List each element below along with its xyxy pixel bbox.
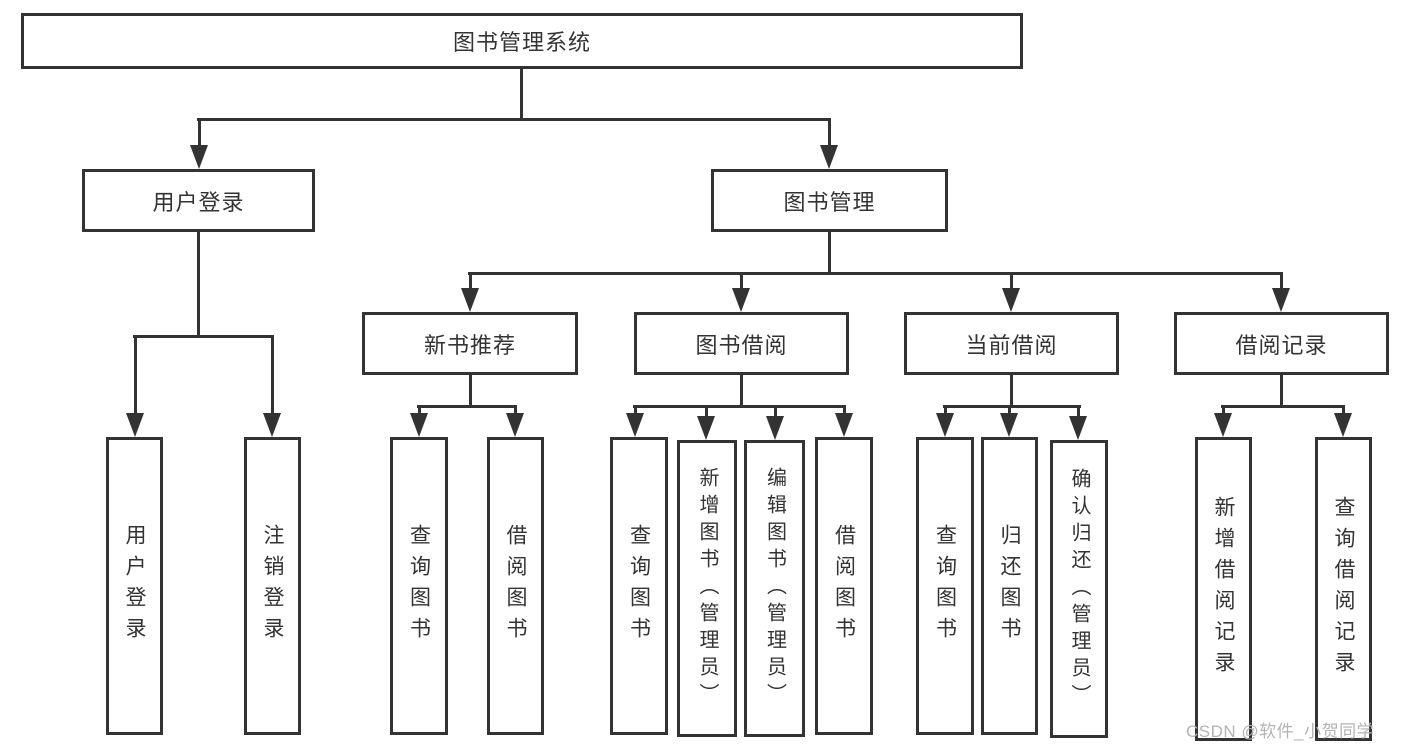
leaf-newbook-query-books-label: 查询图书: [407, 524, 431, 648]
arrowhead-down-icon: [1002, 288, 1020, 312]
leaf-newbook-borrow-books-label: 借阅图书: [504, 524, 527, 648]
arrowhead-down-icon: [820, 145, 838, 169]
arrowhead-down-icon: [1214, 413, 1232, 437]
connector-arrow-line: [1280, 272, 1283, 296]
leaf-borrow-borrow-books: 借阅图书: [815, 437, 873, 735]
node-new-book-recommend-label: 新书推荐: [423, 332, 516, 358]
connector-stem-line: [520, 69, 523, 121]
node-book-management-label: 图书管理: [783, 189, 876, 215]
arrowhead-down-icon: [1334, 413, 1352, 437]
connector-stem-line: [197, 232, 200, 337]
leaf-add-borrow-record: 新增借阅记录: [1195, 437, 1252, 741]
node-new-book-recommend: 新书推荐: [362, 312, 578, 375]
arrowhead-down-icon: [1272, 288, 1290, 312]
connector-stem-line: [1280, 375, 1283, 407]
connector-branch-line: [417, 405, 517, 408]
leaf-add-books-admin-label: 新增图书（管理员）: [696, 467, 718, 710]
connector-stem-line: [828, 232, 831, 274]
node-root-label: 图书管理系统: [452, 30, 591, 55]
leaf-borrow-borrow-books-label: 借阅图书: [832, 524, 856, 648]
connector-branch-line: [633, 405, 846, 408]
arrowhead-down-icon: [835, 413, 853, 437]
node-user-login: 用户登录: [82, 169, 315, 232]
leaf-query-borrow-record: 查询借阅记录: [1315, 437, 1372, 741]
connector-arrow-line: [774, 405, 777, 424]
connector-arrow-line: [271, 335, 274, 421]
connector-branch-line: [1221, 405, 1345, 408]
watermark-text: CSDN @软件_小贺同学: [1186, 722, 1375, 741]
node-borrow-record-label: 借阅记录: [1235, 332, 1328, 358]
arrowhead-down-icon: [766, 416, 784, 440]
connector-arrow-line: [705, 405, 708, 424]
arrowhead-down-icon: [626, 413, 644, 437]
arrowhead-down-icon: [263, 413, 281, 437]
connector-stem-line: [1010, 375, 1013, 407]
connector-arrow-line: [1077, 405, 1080, 424]
leaf-logout: 注销登录: [244, 437, 301, 735]
connector-arrow-line: [134, 335, 137, 421]
node-root-system: 图书管理系统: [21, 13, 1023, 69]
arrowhead-down-icon: [461, 288, 479, 312]
arrowhead-down-icon: [506, 413, 524, 437]
arrowhead-down-icon: [190, 145, 208, 169]
arrowhead-down-icon: [1069, 416, 1087, 440]
arrowhead-down-icon: [410, 413, 428, 437]
leaf-current-query-books: 查询图书: [916, 437, 974, 735]
connector-arrow-line: [740, 272, 743, 296]
leaf-borrow-query-books-label: 查询图书: [627, 524, 651, 648]
arrowhead-down-icon: [1000, 413, 1018, 437]
connector-stem-line: [469, 375, 472, 407]
arrowhead-down-icon: [732, 288, 750, 312]
leaf-add-books-admin: 新增图书（管理员）: [677, 440, 737, 737]
node-user-login-label: 用户登录: [152, 189, 245, 215]
connector-arrow-line: [1010, 272, 1013, 296]
leaf-add-borrow-record-label: 新增借阅记录: [1212, 496, 1235, 682]
arrowhead-down-icon: [126, 413, 144, 437]
node-book-borrow-label: 图书借阅: [695, 332, 788, 358]
connector-branch-line: [468, 272, 1283, 275]
connector-branch-line: [197, 118, 831, 121]
leaf-newbook-borrow-books: 借阅图书: [487, 437, 544, 735]
leaf-return-books: 归还图书: [981, 437, 1038, 735]
leaf-edit-books-admin: 编辑图书（管理员）: [744, 440, 805, 737]
leaf-newbook-query-books: 查询图书: [390, 437, 448, 735]
connector-arrow-line: [828, 118, 831, 153]
arrowhead-down-icon: [936, 413, 954, 437]
leaf-confirm-return-admin: 确认归还（管理员）: [1050, 440, 1108, 738]
leaf-logout-label: 注销登录: [261, 524, 284, 648]
leaf-user-login-label: 用户登录: [123, 524, 146, 648]
connector-stem-line: [740, 375, 743, 407]
node-book-borrow: 图书借阅: [634, 312, 849, 375]
arrowhead-down-icon: [697, 416, 715, 440]
leaf-borrow-query-books: 查询图书: [610, 437, 668, 735]
leaf-edit-books-admin-label: 编辑图书（管理员）: [763, 467, 786, 710]
node-current-borrow-label: 当前借阅: [965, 332, 1058, 358]
node-current-borrow: 当前借阅: [904, 312, 1119, 375]
leaf-query-borrow-record-label: 查询借阅记录: [1332, 496, 1355, 682]
leaf-user-login: 用户登录: [106, 437, 163, 735]
node-borrow-record: 借阅记录: [1174, 312, 1389, 375]
connector-arrow-line: [469, 272, 472, 296]
leaf-confirm-return-admin-label: 确认归还（管理员）: [1068, 467, 1090, 711]
leaf-current-query-books-label: 查询图书: [933, 524, 957, 648]
leaf-return-books-label: 归还图书: [998, 524, 1021, 648]
connector-branch-line: [133, 335, 274, 338]
node-book-management: 图书管理: [711, 169, 948, 232]
connector-arrow-line: [198, 118, 201, 153]
connector-branch-line: [943, 405, 1081, 408]
